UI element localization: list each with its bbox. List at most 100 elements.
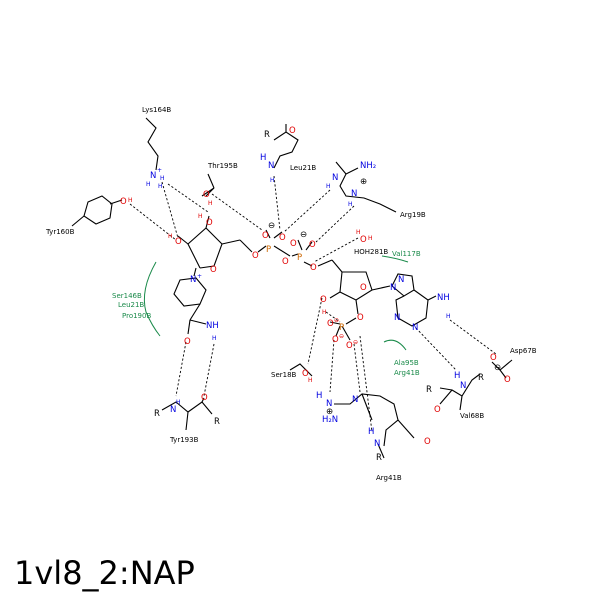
svg-text:O: O bbox=[346, 341, 353, 351]
ligand-title: 1vl8_2:NAP bbox=[14, 554, 195, 592]
svg-text:+: + bbox=[157, 167, 162, 174]
svg-text:H: H bbox=[446, 313, 451, 320]
label-hoh281: HOH281B bbox=[354, 248, 388, 256]
hydrophobic-labels: Ser146B Leu21B Pro190B Val117B Ala95B Ar… bbox=[112, 250, 421, 377]
svg-text:O: O bbox=[279, 233, 286, 243]
label-val68: Val68B bbox=[460, 412, 484, 420]
svg-text:O: O bbox=[302, 369, 309, 379]
svg-text:O: O bbox=[203, 190, 210, 200]
svg-text:R: R bbox=[214, 417, 220, 427]
svg-text:N: N bbox=[394, 313, 400, 323]
svg-text:N: N bbox=[170, 405, 176, 415]
svg-text:O: O bbox=[327, 319, 334, 329]
svg-text:+: + bbox=[197, 273, 202, 280]
label-pro190: Pro190B bbox=[122, 312, 151, 320]
svg-text:O: O bbox=[252, 251, 259, 261]
svg-text:H: H bbox=[368, 235, 373, 242]
label-lys164: Lys164B bbox=[142, 106, 171, 114]
svg-text:H: H bbox=[326, 183, 331, 190]
svg-text:N: N bbox=[374, 439, 380, 449]
residue-labels: Lys164B Thr195B Leu21B Arg19B Tyr160B HO… bbox=[45, 106, 537, 482]
svg-text:R: R bbox=[154, 409, 160, 419]
svg-text:R: R bbox=[376, 453, 382, 463]
svg-text:N: N bbox=[351, 189, 357, 199]
svg-text:O: O bbox=[310, 263, 317, 273]
svg-text:H: H bbox=[128, 197, 133, 204]
svg-text:O: O bbox=[120, 197, 127, 207]
svg-text:O: O bbox=[360, 235, 367, 245]
svg-text:H: H bbox=[176, 399, 181, 406]
svg-text:N: N bbox=[190, 275, 196, 285]
svg-text:⊕: ⊕ bbox=[360, 177, 367, 187]
svg-text:H: H bbox=[270, 177, 275, 184]
svg-text:O: O bbox=[360, 283, 367, 293]
svg-text:NH: NH bbox=[206, 321, 219, 331]
svg-text:O: O bbox=[290, 239, 297, 249]
svg-text:O: O bbox=[320, 295, 327, 305]
svg-text:H: H bbox=[454, 371, 460, 381]
label-leu21-left: Leu21B bbox=[118, 301, 144, 309]
svg-text:H: H bbox=[146, 181, 151, 188]
svg-text:O: O bbox=[357, 313, 364, 323]
svg-text:H: H bbox=[168, 233, 173, 240]
label-ser146: Ser146B bbox=[112, 292, 142, 300]
svg-text:⊖: ⊖ bbox=[334, 317, 339, 324]
svg-text:N: N bbox=[390, 283, 396, 293]
svg-text:N: N bbox=[460, 381, 466, 391]
svg-text:NH₂: NH₂ bbox=[360, 161, 376, 171]
svg-text:⊖: ⊖ bbox=[339, 333, 344, 340]
svg-text:N: N bbox=[412, 323, 418, 333]
svg-text:H₂N: H₂N bbox=[322, 415, 338, 425]
label-tyr160: Tyr160B bbox=[45, 228, 75, 236]
svg-text:O: O bbox=[289, 126, 296, 136]
svg-text:O: O bbox=[434, 405, 441, 415]
residue-bonds bbox=[71, 117, 513, 459]
svg-text:H: H bbox=[348, 201, 353, 208]
svg-text:H: H bbox=[368, 427, 374, 437]
svg-text:N: N bbox=[326, 399, 332, 409]
label-arg19: Arg19B bbox=[400, 211, 426, 219]
svg-text:O: O bbox=[504, 375, 511, 385]
svg-text:H: H bbox=[356, 229, 361, 236]
svg-text:H: H bbox=[316, 391, 322, 401]
label-arg41-right: Arg41B bbox=[394, 369, 420, 377]
svg-text:P: P bbox=[266, 245, 271, 255]
svg-text:O: O bbox=[282, 257, 289, 267]
svg-text:O: O bbox=[184, 337, 191, 347]
label-tyr193: Tyr193B bbox=[169, 436, 199, 444]
svg-text:P: P bbox=[339, 323, 344, 333]
label-ser18: Ser18B bbox=[271, 371, 297, 379]
label-val117: Val117B bbox=[392, 250, 421, 258]
svg-text:H: H bbox=[308, 377, 313, 384]
svg-text:O: O bbox=[424, 437, 431, 447]
svg-text:R: R bbox=[264, 130, 270, 140]
svg-text:H: H bbox=[198, 213, 203, 220]
hydrogen-bonds bbox=[129, 175, 497, 433]
svg-text:⊖: ⊖ bbox=[494, 363, 501, 373]
svg-text:N: N bbox=[150, 171, 156, 181]
svg-text:O: O bbox=[175, 237, 182, 247]
svg-text:H: H bbox=[208, 200, 213, 207]
svg-text:NH: NH bbox=[437, 293, 450, 303]
svg-text:O: O bbox=[262, 231, 269, 241]
svg-text:N: N bbox=[352, 395, 358, 405]
svg-text:H: H bbox=[322, 309, 327, 316]
label-thr195: Thr195B bbox=[207, 162, 238, 170]
label-asp67: Asp67B bbox=[510, 347, 537, 355]
label-ala95: Ala95B bbox=[394, 359, 419, 367]
svg-text:O: O bbox=[490, 353, 497, 363]
svg-text:H: H bbox=[212, 335, 217, 342]
label-arg41: Arg41B bbox=[376, 474, 402, 482]
svg-text:⊖: ⊖ bbox=[300, 230, 307, 240]
svg-text:⊕: ⊕ bbox=[326, 407, 333, 417]
svg-text:P: P bbox=[297, 253, 302, 263]
svg-text:N: N bbox=[398, 275, 404, 285]
svg-text:H: H bbox=[160, 175, 165, 182]
svg-text:⊖: ⊖ bbox=[353, 339, 358, 346]
svg-text:O: O bbox=[332, 335, 339, 345]
svg-text:O: O bbox=[206, 218, 213, 228]
svg-text:O: O bbox=[201, 393, 208, 403]
svg-text:N: N bbox=[268, 161, 274, 171]
